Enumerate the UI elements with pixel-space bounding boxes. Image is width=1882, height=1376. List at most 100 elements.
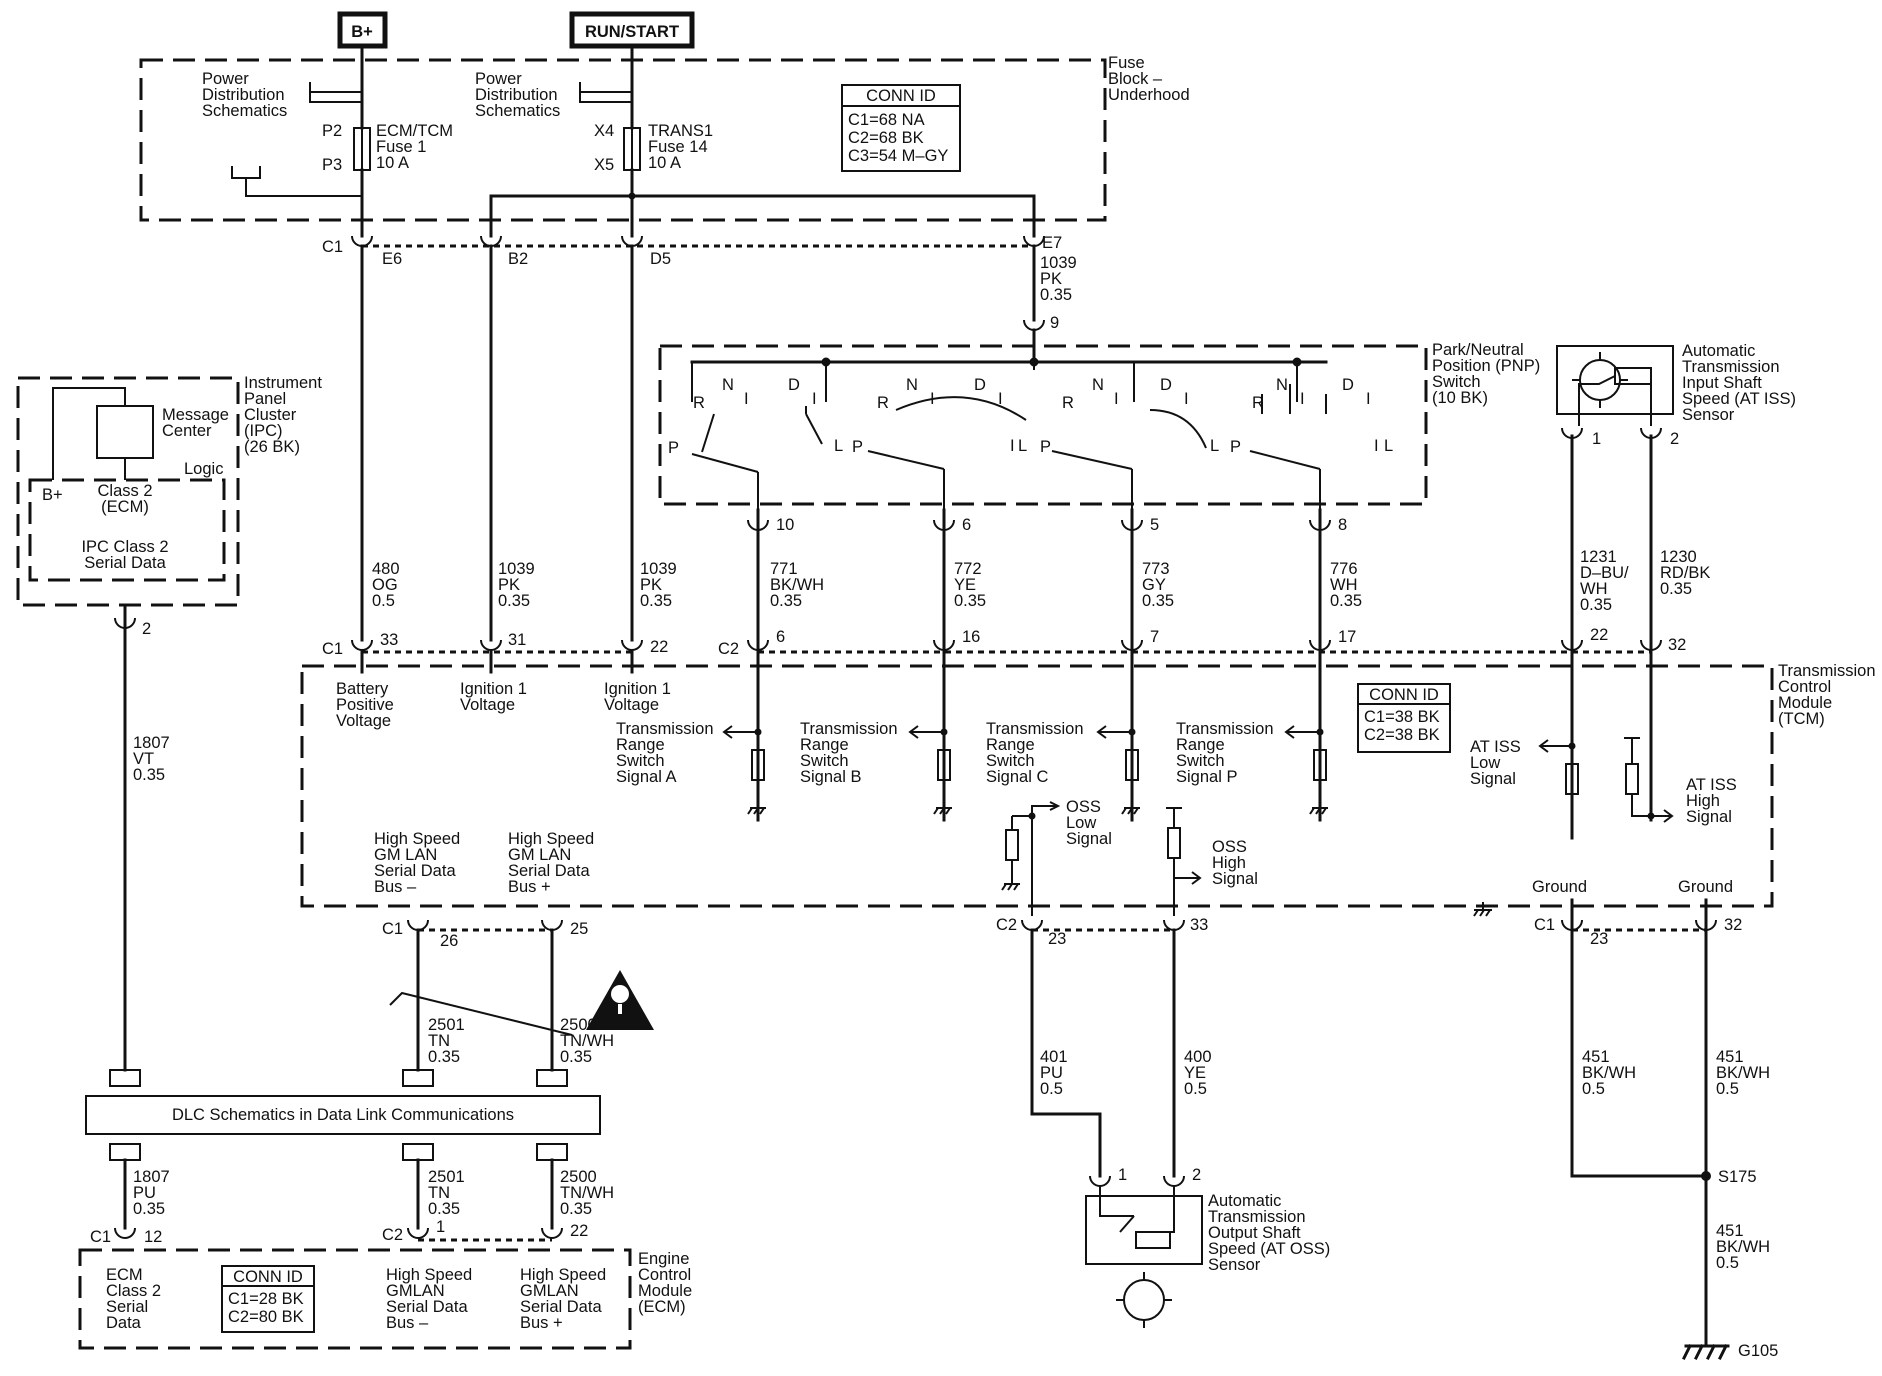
svg-text:0.35: 0.35 (1040, 286, 1072, 304)
svg-text:Range: Range (986, 736, 1035, 754)
svg-text:PK: PK (640, 576, 662, 594)
fuse-block-conn-c1: C1=68 NA (848, 111, 925, 129)
svg-text:Output Shaft: Output Shaft (1208, 1224, 1301, 1242)
svg-text:TN: TN (428, 1184, 450, 1202)
twisted-pair-symbol (389, 991, 573, 1036)
svg-text:1039: 1039 (498, 560, 535, 578)
message-center-label: Message Center (162, 406, 229, 440)
fuse-block-c1-label: C1 (322, 238, 343, 256)
svg-text:Voltage: Voltage (460, 696, 515, 714)
fuse-block-boundary (139, 58, 1107, 222)
message-center-box (96, 405, 154, 459)
svg-text:L: L (1210, 437, 1219, 455)
svg-text:0.5: 0.5 (1716, 1080, 1739, 1098)
svg-text:N: N (1276, 376, 1288, 394)
at-oss-sensor-body (1085, 1195, 1203, 1265)
tcm-c2-label: C2 (718, 640, 739, 658)
tcm-battery-voltage-label: Battery Positive Voltage (336, 680, 394, 730)
svg-text:Switch: Switch (800, 752, 849, 770)
at-oss-sensor-title: Automatic Transmission Output Shaft Spee… (1208, 1192, 1330, 1274)
svg-text:I: I (998, 390, 1003, 408)
svg-text:771: 771 (770, 560, 798, 578)
ground-g105-icon (1681, 1343, 1730, 1361)
svg-text:N: N (906, 376, 918, 394)
fuse-block-internal-ground-symbol (231, 166, 362, 197)
svg-text:Voltage: Voltage (336, 712, 391, 730)
tcm-ignition-1-label-b: Ignition 1 Voltage (604, 680, 671, 714)
wire-1807-vt-label: 1807 VT 0.35 (133, 734, 170, 784)
at-iss-sensor-icon (1572, 352, 1628, 408)
svg-text:ECM: ECM (106, 1266, 143, 1284)
tcm-pin-32-top: 32 (1668, 636, 1686, 654)
svg-text:Fuse: Fuse (1108, 54, 1145, 72)
ipc-title: Instrument Panel Cluster (IPC) (26 BK) (244, 374, 322, 456)
svg-text:High Speed: High Speed (386, 1266, 472, 1284)
svg-text:Low: Low (1066, 814, 1096, 832)
pin-b2: B2 (508, 250, 528, 268)
wire-2501-lower-label: 2501 TN 0.35 (428, 1168, 465, 1218)
svg-text:2501: 2501 (428, 1168, 465, 1186)
at-iss-high-label: AT ISS High Signal (1686, 776, 1737, 826)
svg-text:0.35: 0.35 (133, 1200, 165, 1218)
svg-text:1039: 1039 (640, 560, 677, 578)
at-iss-input-circuits (1538, 737, 1674, 823)
ipc-logic-boundary (28, 478, 226, 582)
svg-text:D: D (974, 376, 986, 394)
svg-text:BK/WH: BK/WH (770, 576, 824, 594)
svg-text:N: N (1092, 376, 1104, 394)
fuse-14-top-pin: X4 (594, 122, 614, 140)
svg-text:Power: Power (202, 70, 249, 88)
ecm-conn-c2: C2=80 BK (228, 1308, 304, 1326)
pnp-switch-deck-b: P R N I D I I L (852, 376, 1027, 510)
svg-text:0.5: 0.5 (372, 592, 395, 610)
range-switch-input-circuits (722, 725, 1328, 815)
tcm-pin-33: 33 (380, 631, 398, 649)
wire-451-bk-wh-a (1570, 928, 1708, 1178)
svg-text:Transmission: Transmission (800, 720, 898, 738)
tcm-pin-22-c1: 22 (650, 638, 668, 656)
svg-text:772: 772 (954, 560, 982, 578)
svg-text:0.35: 0.35 (1330, 592, 1362, 610)
trs-signal-c-label: Transmission Range Switch Signal C (986, 720, 1084, 786)
svg-text:Transmission: Transmission (1682, 358, 1780, 376)
ipc-logic-label: Logic (184, 460, 223, 478)
svg-text:(ECM): (ECM) (638, 1298, 686, 1316)
fuse-1-bottom-pin: P3 (322, 156, 342, 174)
svg-text:High Speed: High Speed (520, 1266, 606, 1284)
svg-text:RD/BK: RD/BK (1660, 564, 1710, 582)
at-iss-sensor-title: Automatic Transmission Input Shaft Speed… (1682, 342, 1796, 424)
svg-text:Range: Range (1176, 736, 1225, 754)
at-oss-pin-1: 1 (1118, 1166, 1127, 1184)
fuse-1-label: ECM/TCM Fuse 1 10 A (376, 122, 453, 172)
fuse-14-label: TRANS1 Fuse 14 10 A (648, 122, 713, 172)
svg-text:GMLAN: GMLAN (520, 1282, 579, 1300)
svg-text:L: L (1384, 437, 1393, 455)
svg-text:2501: 2501 (428, 1016, 465, 1034)
svg-text:Low: Low (1470, 754, 1500, 772)
dlc-label: DLC Schematics in Data Link Communicatio… (172, 1106, 514, 1124)
svg-text:0.35: 0.35 (770, 592, 802, 610)
svg-text:0.35: 0.35 (428, 1048, 460, 1066)
svg-text:(TCM): (TCM) (1778, 710, 1825, 728)
svg-text:Serial Data: Serial Data (508, 862, 590, 880)
tcm-c1-label: C1 (322, 640, 343, 658)
svg-text:Automatic: Automatic (1208, 1192, 1281, 1210)
svg-text:Switch: Switch (986, 752, 1035, 770)
ground-g105-label: G105 (1738, 1342, 1778, 1360)
svg-text:1807: 1807 (133, 1168, 170, 1186)
svg-text:Class 2: Class 2 (106, 1282, 161, 1300)
at-iss-sensor-body (1556, 345, 1674, 415)
svg-text:Serial: Serial (106, 1298, 148, 1316)
svg-text:P: P (1230, 438, 1241, 456)
svg-text:Ignition 1: Ignition 1 (460, 680, 527, 698)
svg-text:Engine: Engine (638, 1250, 689, 1268)
ecm-class2-label: ECM Class 2 Serial Data (106, 1266, 161, 1332)
svg-text:0.35: 0.35 (640, 592, 672, 610)
wire-401-label: 401 PU 0.5 (1040, 1048, 1068, 1098)
svg-text:Signal: Signal (1212, 870, 1258, 888)
svg-text:Signal: Signal (1686, 808, 1732, 826)
svg-text:451: 451 (1716, 1222, 1744, 1240)
pnp-switch-deck-a: P R N I D I L (668, 376, 843, 510)
tcm-ground-label-1: Ground (1532, 878, 1587, 896)
